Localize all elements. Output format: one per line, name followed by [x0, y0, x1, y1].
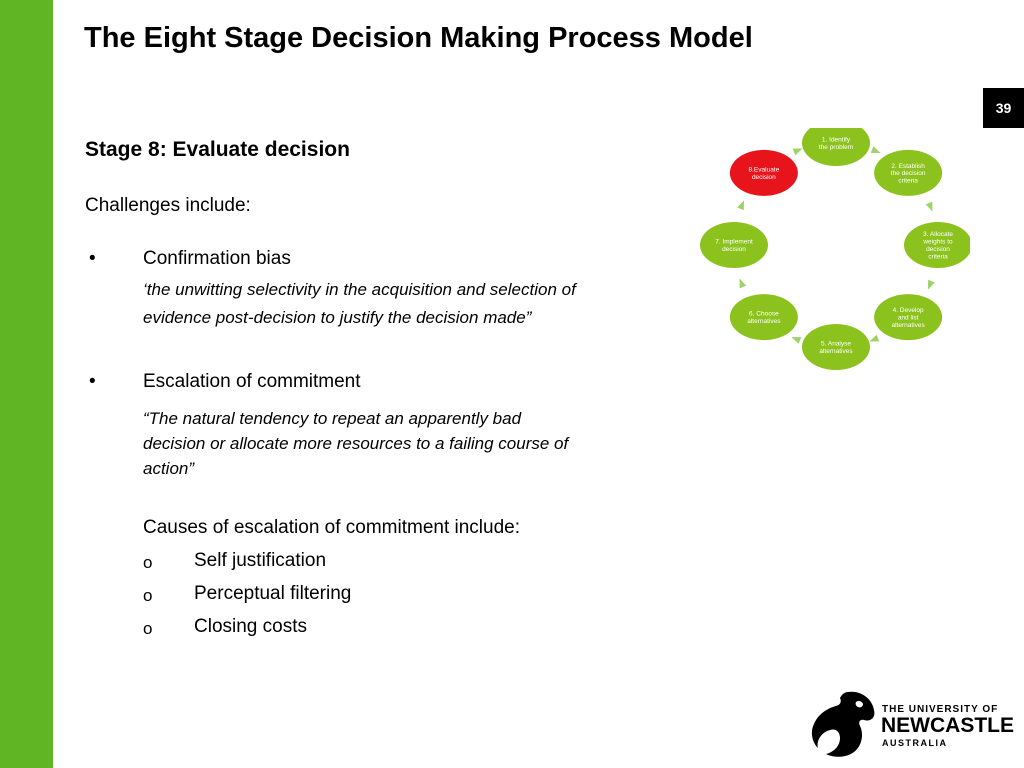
- cycle-arrow: [870, 146, 881, 154]
- cause-item: Closing costs: [194, 616, 307, 637]
- logo-line2: NEWCASTLE: [881, 714, 1014, 737]
- stage-label: 6. Choose: [749, 311, 779, 318]
- stage-label: 4. Develop: [893, 307, 924, 314]
- stage-label: decision: [722, 246, 746, 253]
- quote-line: evidence post-decision to justify the de…: [143, 308, 532, 327]
- stage-label: 3. Allocate: [923, 231, 953, 238]
- stage-label: 1. Identify: [822, 137, 851, 144]
- stage-label: 8.Evaluate: [749, 166, 780, 173]
- sub-bullet-marker: o: [143, 553, 153, 572]
- intro-text: Challenges include:: [85, 195, 251, 216]
- logo-line1: THE UNIVERSITY OF: [882, 704, 999, 715]
- causes-heading: Causes of escalation of commitment inclu…: [143, 517, 521, 538]
- university-logo: THE UNIVERSITY OF NEWCASTLE AUSTRALIA: [808, 688, 1014, 760]
- cycle-arrow: [927, 279, 935, 290]
- bullet-symbol: •: [89, 248, 96, 269]
- stage-ellipse: [874, 149, 943, 196]
- cycle-arrow: [792, 148, 803, 156]
- quote-line: action”: [143, 459, 195, 478]
- cycle-arrow: [737, 200, 745, 211]
- stage-label: alternatives: [891, 322, 925, 329]
- escalation-quote: “The natural tendency to repeat an appar…: [143, 406, 663, 481]
- stage-label: and list: [898, 314, 919, 321]
- bullet-symbol: •: [89, 371, 96, 392]
- seahorse-logo-icon: [811, 691, 875, 757]
- stage-label: 7. Implement: [715, 239, 753, 246]
- stage-heading: Stage 8: Evaluate decision: [85, 138, 350, 161]
- cycle-arrow: [791, 336, 802, 344]
- sub-bullet-marker: o: [143, 586, 153, 605]
- bullet-confirmation-bias: Confirmation bias: [143, 248, 291, 269]
- page-number-badge: 39: [983, 88, 1024, 128]
- stage-ellipse: [904, 222, 970, 268]
- stage-label: decision: [752, 174, 776, 181]
- bullet-escalation-of-commitment: Escalation of commitment: [143, 371, 361, 392]
- logo-line3: AUSTRALIA: [882, 738, 948, 748]
- stage-label: decision: [926, 246, 950, 253]
- stage-label: weights to: [922, 239, 953, 246]
- page-title: The Eight Stage Decision Making Process …: [84, 22, 753, 54]
- stage-label: criteria: [928, 253, 948, 260]
- cause-item: Perceptual filtering: [194, 583, 352, 604]
- quote-line: decision or allocate more resources to a…: [143, 434, 569, 453]
- stage-ellipse: [700, 222, 768, 268]
- stage-label: alternatives: [747, 318, 781, 325]
- quote-line: “The natural tendency to repeat an appar…: [143, 409, 522, 428]
- stage-label: the decision: [891, 170, 926, 177]
- stage-ellipse: [729, 149, 798, 196]
- stage-label: the problem: [819, 144, 853, 151]
- stage-ellipse: [802, 128, 870, 166]
- cycle-arrow: [869, 334, 880, 342]
- cycle-arrow: [739, 278, 747, 289]
- sub-bullet-marker: o: [143, 619, 153, 638]
- cycle-arrow: [925, 201, 933, 212]
- quote-line: ‘the unwitting selectivity in the acquis…: [143, 280, 576, 299]
- stage-label: alternatives: [819, 348, 853, 355]
- stage-ellipse: [802, 324, 870, 370]
- green-sidebar: [0, 0, 53, 768]
- stage-label: 2. Establish: [891, 163, 925, 170]
- stage-ellipse: [874, 294, 943, 341]
- confirmation-bias-quote: ‘the unwitting selectivity in the acquis…: [143, 277, 663, 330]
- stage-label: criteria: [898, 178, 918, 185]
- cause-item: Self justification: [194, 550, 327, 571]
- stage-ellipse: [729, 294, 798, 341]
- stage-label: 5. Analyse: [821, 341, 851, 348]
